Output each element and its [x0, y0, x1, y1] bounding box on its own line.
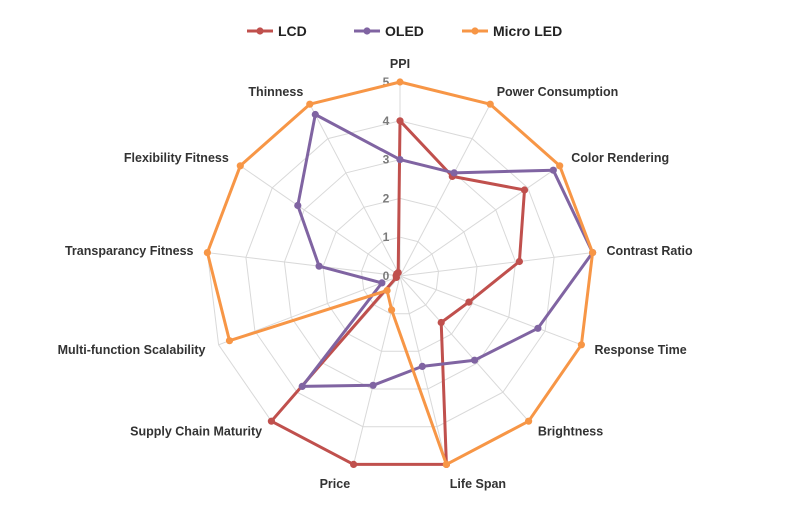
data-point — [418, 362, 426, 370]
grid-ring-2 — [322, 197, 478, 352]
category-label: Price — [320, 477, 351, 491]
category-label: PPI — [390, 57, 410, 71]
data-point — [225, 337, 234, 345]
r-tick-label: 1 — [383, 230, 390, 244]
data-point — [520, 186, 529, 194]
grid-spoke — [399, 275, 447, 465]
data-point — [311, 110, 319, 119]
data-point — [515, 257, 524, 266]
data-point — [294, 201, 302, 210]
data-point — [378, 279, 386, 287]
category-label: Contrast Ratio — [607, 244, 693, 258]
category-label: Life Span — [450, 477, 506, 491]
data-point — [394, 269, 402, 277]
series-oled — [294, 110, 597, 390]
data-point — [556, 162, 564, 170]
series-micro-led — [203, 78, 597, 468]
grid-spoke — [353, 275, 401, 465]
grid-spoke — [240, 165, 401, 277]
legend-item-lcd: LCD — [247, 23, 307, 39]
data-point — [549, 166, 557, 174]
category-label: Transparancy Fitness — [65, 244, 194, 258]
legend-swatch-marker — [256, 27, 264, 35]
data-point — [203, 249, 211, 257]
legend-label: LCD — [278, 23, 307, 39]
grid-ring-4 — [245, 120, 555, 428]
legend-label: OLED — [385, 23, 424, 39]
series-line — [205, 80, 595, 466]
data-point — [442, 460, 450, 468]
grid-spoke — [399, 165, 560, 277]
data-point — [450, 169, 458, 177]
data-point — [589, 249, 597, 257]
data-point — [396, 78, 404, 86]
category-label: Multi-function Scalability — [58, 343, 206, 357]
series-group — [203, 78, 597, 468]
data-point — [486, 100, 494, 108]
category-label: Thinness — [248, 85, 303, 99]
category-label: Supply Chain Maturity — [130, 425, 262, 439]
category-label: Flexibility Fitness — [124, 151, 229, 165]
data-point — [350, 460, 358, 468]
r-tick-label: 3 — [383, 153, 390, 167]
grid-spoke — [309, 103, 401, 277]
data-point — [396, 156, 404, 164]
series-line — [296, 113, 595, 388]
category-label: Power Consumption — [497, 85, 619, 99]
data-point — [369, 381, 377, 389]
legend: LCD OLED Micro LED — [247, 23, 562, 39]
data-point — [465, 298, 473, 306]
grid-spoke — [399, 103, 491, 277]
data-point — [236, 162, 244, 170]
data-point — [298, 382, 306, 390]
r-tick-label: 0 — [383, 269, 390, 283]
data-point — [471, 356, 479, 364]
legend-item-oled: OLED — [354, 23, 424, 39]
data-point — [437, 318, 445, 327]
data-point — [396, 117, 404, 125]
data-point — [534, 324, 542, 332]
grid-spoke — [399, 275, 582, 346]
category-label: Brightness — [538, 425, 603, 439]
data-point — [577, 341, 586, 349]
category-label: Color Rendering — [571, 151, 669, 165]
r-tick-label: 4 — [383, 114, 390, 128]
data-point — [306, 100, 314, 108]
legend-swatch-marker — [363, 27, 371, 35]
data-point — [525, 417, 533, 425]
series-lcd — [267, 117, 529, 468]
grid-ring-1 — [360, 236, 440, 315]
legend-swatch-marker — [471, 27, 479, 35]
radial-tick-labels: 0 1 2 3 4 5 — [383, 75, 390, 283]
grid-spoke — [399, 275, 529, 422]
r-tick-label: 5 — [383, 75, 390, 89]
data-point — [388, 306, 396, 314]
legend-item-micro-led: Micro LED — [462, 23, 562, 39]
data-point — [267, 417, 275, 425]
legend-label: Micro LED — [493, 23, 562, 39]
grid-spoke — [399, 252, 593, 277]
r-tick-label: 2 — [383, 191, 390, 205]
category-label: Response Time — [595, 343, 687, 357]
data-point — [315, 262, 323, 270]
data-point — [383, 286, 391, 295]
grid-spoke — [207, 252, 401, 277]
